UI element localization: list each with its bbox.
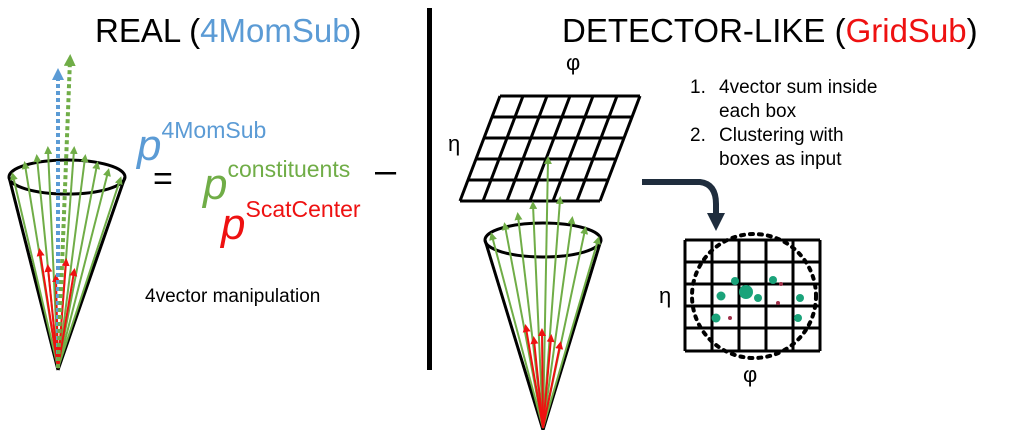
vector-manipulation-note: 4vector manipulation <box>145 286 321 307</box>
title-detector-method: GridSub <box>845 12 967 49</box>
top-grid-eta-label: η <box>448 131 461 156</box>
p-symbol: p <box>203 160 228 209</box>
p-4momsub-term: p4MomSub <box>137 117 266 171</box>
step-text: Clustering with boxes as input <box>719 125 844 170</box>
title-real-suffix: ) <box>350 12 362 49</box>
center-divider <box>427 8 432 370</box>
cluster-red-dots <box>728 282 783 320</box>
p-scatcenter-superscript: ScatCenter <box>245 196 361 222</box>
p-4momsub-superscript: 4MomSub <box>161 117 267 143</box>
equals-sign: = <box>153 160 173 198</box>
title-detector-suffix: ) <box>966 12 978 49</box>
bottom-clustering-grid <box>683 238 822 353</box>
right-scattering-center-arrows <box>522 324 564 429</box>
step-number: 2. <box>690 125 706 146</box>
title-real: REAL (4MomSub) <box>95 12 362 50</box>
left-jet-cone <box>7 158 127 371</box>
title-detector-like: DETECTOR-LIKE (GridSub) <box>562 12 978 50</box>
p-constituents-superscript: constituents <box>227 156 351 182</box>
left-constituents-sum-arrow <box>56 54 76 369</box>
title-real-prefix: REAL ( <box>95 12 201 49</box>
grid-to-clustering-arrow <box>642 179 725 231</box>
p-scatcenter-term: pScatCenter <box>221 196 361 250</box>
gridsub-steps-list: 1. 4vector sum inside each box 2. Clusteri… <box>690 76 890 172</box>
bottom-grid-eta-label: η <box>659 283 672 308</box>
step-number: 1. <box>690 77 706 98</box>
right-constituent-arrows <box>489 156 601 429</box>
title-detector-prefix: DETECTOR-LIKE ( <box>562 12 846 49</box>
title-real-method: 4MomSub <box>200 12 351 49</box>
top-grid-phi-label: φ <box>566 50 581 75</box>
minus-sign: – <box>375 150 397 192</box>
step-item: 2. Clustering with boxes as input <box>690 124 890 172</box>
p-symbol: p <box>221 200 246 249</box>
p-constituents-term: pconstituents <box>203 156 350 210</box>
top-eta-phi-grid <box>458 94 642 203</box>
step-item: 1. 4vector sum inside each box <box>690 76 890 124</box>
p-symbol: p <box>137 121 162 170</box>
cluster-jet-circle <box>690 232 818 360</box>
cluster-green-dots <box>711 276 804 323</box>
step-text: 4vector sum inside each box <box>719 77 878 122</box>
bottom-grid-phi-label: φ <box>743 362 758 387</box>
